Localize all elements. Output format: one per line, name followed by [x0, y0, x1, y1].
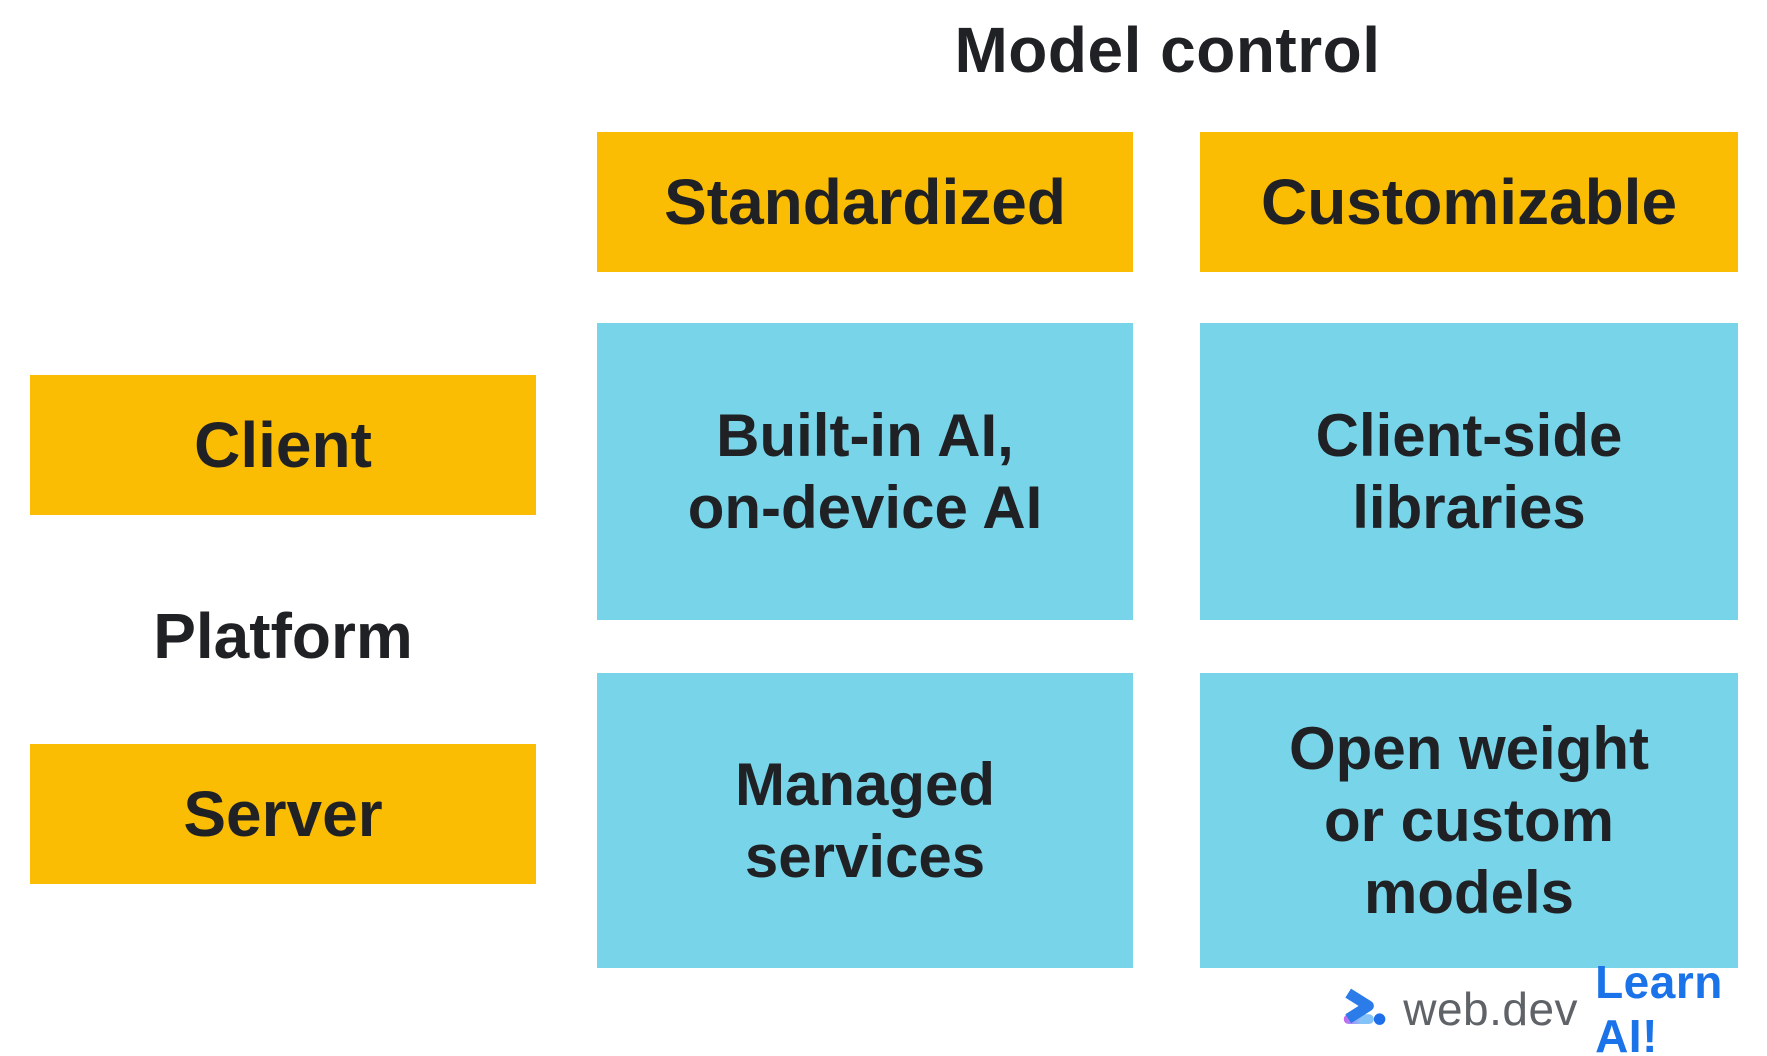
column-header-standardized: Standardized [597, 132, 1133, 272]
cell-server-customizable: Open weight or custom models [1200, 673, 1738, 968]
row-label-server: Server [30, 744, 536, 884]
cell-client-standardized: Built-in AI, on-device AI [597, 323, 1133, 620]
learn-ai-text: Learn AI! [1595, 956, 1723, 1056]
column-axis-title: Model control [954, 14, 1381, 86]
cell-client-customizable: Client-side libraries [1200, 323, 1738, 620]
row-label-client: Client [30, 375, 536, 515]
webdev-logo-icon [1343, 988, 1386, 1025]
webdev-brand-text: web.dev [1403, 983, 1579, 1035]
footer-branding: web.dev Learn AI! [1342, 956, 1767, 1056]
cell-server-standardized: Managed services [597, 673, 1133, 968]
row-axis-label-platform: Platform [153, 600, 413, 672]
column-header-customizable: Customizable [1200, 132, 1738, 272]
